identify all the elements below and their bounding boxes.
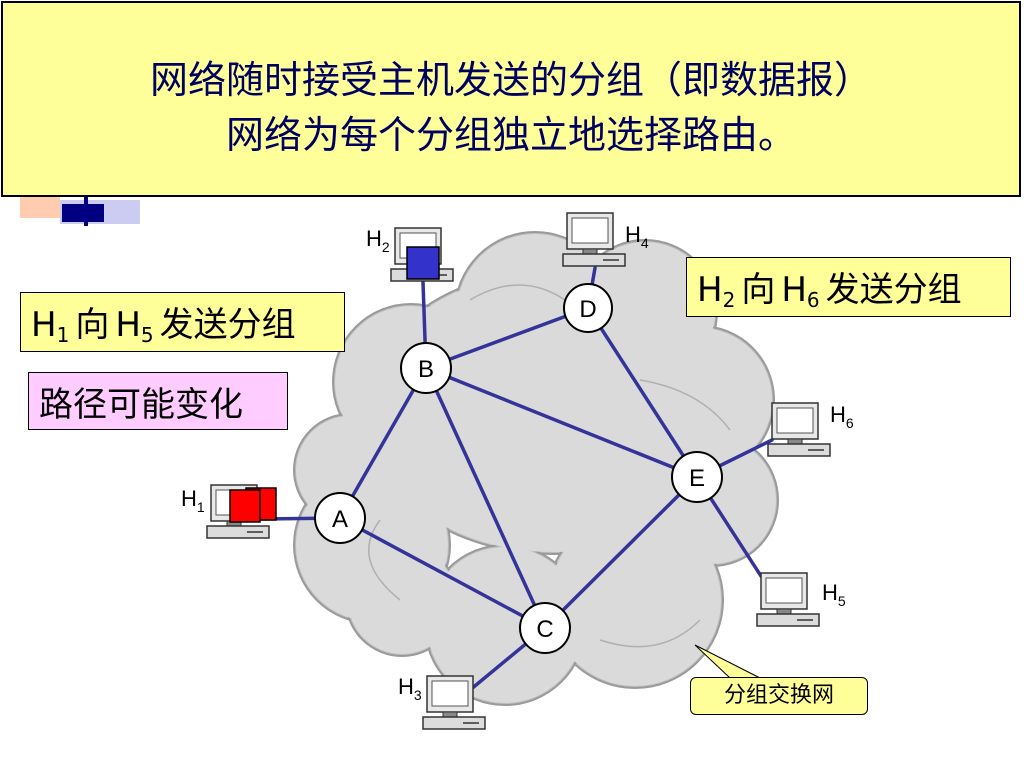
node-b-label: B bbox=[418, 356, 434, 383]
node-c: C bbox=[519, 602, 571, 654]
host-h5-label: H5 bbox=[822, 580, 846, 609]
callout-h2-sub: 2 bbox=[722, 288, 736, 312]
packets-h1-red bbox=[229, 487, 277, 523]
computer-h5-icon bbox=[756, 572, 820, 627]
router-nodes: A B C D E bbox=[314, 283, 723, 654]
packet-h2-blue bbox=[406, 246, 440, 280]
title-line-1: 网络随时接受主机发送的分组（即数据报） bbox=[149, 58, 872, 102]
computer-h4-icon bbox=[562, 212, 626, 267]
host-h6-label: H6 bbox=[830, 402, 854, 431]
host-h4-label: H4 bbox=[625, 222, 649, 251]
node-e-label: E bbox=[689, 465, 705, 492]
callout-h2-letter: H bbox=[697, 270, 723, 310]
computer-h6-icon bbox=[767, 402, 831, 457]
node-b: B bbox=[400, 342, 452, 394]
host-h3-label: H3 bbox=[398, 674, 422, 703]
host-computers bbox=[206, 212, 831, 730]
callout-h1-text: 发送分组 bbox=[159, 305, 296, 345]
link-d-e bbox=[586, 306, 699, 479]
node-a: A bbox=[314, 492, 366, 544]
callout-h1-letter: H bbox=[31, 305, 57, 345]
callout-path-may-change: 路径可能变化 bbox=[28, 372, 288, 430]
callout-h6-sub: 6 bbox=[806, 288, 820, 312]
host-h2-label: H2 bbox=[366, 226, 390, 255]
link-b-a bbox=[338, 366, 428, 520]
link-b-e bbox=[424, 366, 699, 479]
node-a-label: A bbox=[332, 506, 348, 533]
node-d-label: D bbox=[579, 296, 596, 323]
title-box: 网络随时接受主机发送的分组（即数据报） 网络为每个分组独立地选择路由。 bbox=[1, 1, 1021, 197]
slide-accent-decoration bbox=[20, 196, 140, 226]
callout-h5-letter: H bbox=[115, 305, 141, 345]
link-e-c bbox=[543, 475, 699, 630]
node-c-label: C bbox=[536, 616, 553, 643]
computer-h3-icon bbox=[422, 675, 486, 730]
callout-h2-text: 发送分组 bbox=[825, 270, 962, 310]
cloud-label: 分组交换网 bbox=[690, 677, 868, 715]
callout-h5-sub: 5 bbox=[140, 323, 154, 347]
callout-h1-sub: 1 bbox=[56, 323, 70, 347]
callout-h6-letter: H bbox=[781, 270, 807, 310]
node-e: E bbox=[671, 451, 723, 503]
node-d: D bbox=[563, 283, 613, 333]
callout-h1-mid: 向 bbox=[75, 305, 110, 345]
link-b-c bbox=[424, 366, 547, 630]
cloud-label-pointer bbox=[694, 644, 761, 679]
host-labels: H1 H2 H3 H4 H5 H6 bbox=[181, 222, 854, 703]
link-a-c bbox=[338, 516, 547, 630]
link-b-d bbox=[424, 306, 590, 370]
callout-h2-mid: 向 bbox=[741, 270, 776, 310]
host-h1-label: H1 bbox=[181, 486, 205, 515]
title-line-2: 网络为每个分组独立地选择路由。 bbox=[225, 113, 796, 157]
